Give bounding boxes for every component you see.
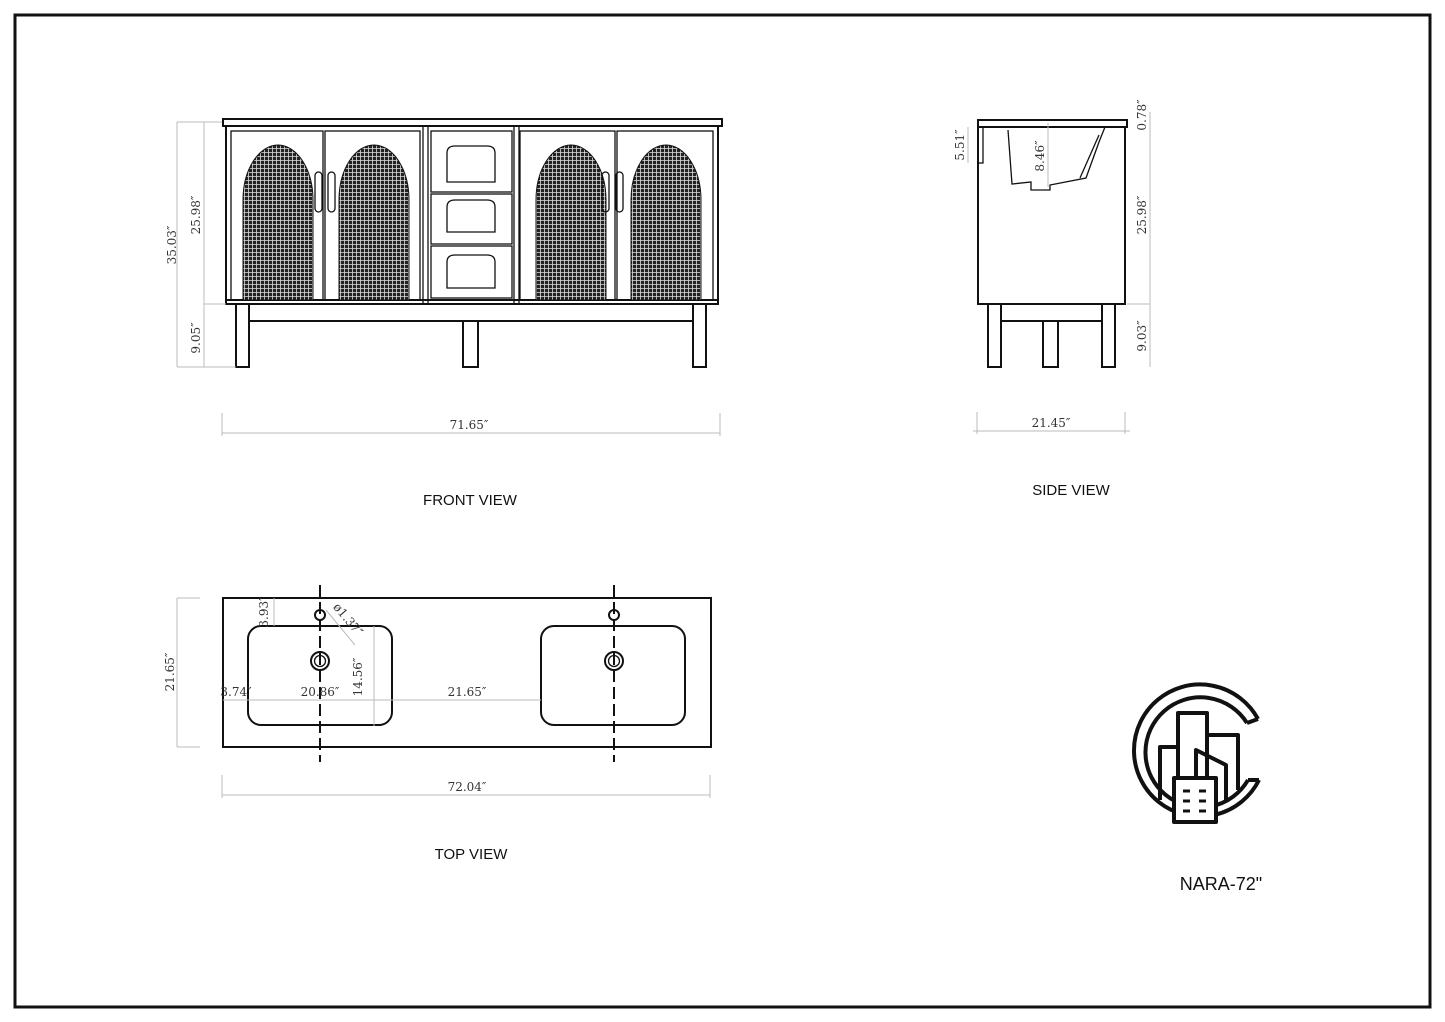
drain — [310, 651, 330, 671]
rattan-panel — [242, 144, 314, 301]
leg — [987, 303, 1002, 368]
leg — [235, 303, 250, 368]
dimension-leg-height: 9.03″ — [1135, 320, 1149, 352]
drawer-handle — [446, 199, 496, 233]
front-view-title: FRONT VIEW — [423, 492, 518, 509]
dimension-backsplash: 5.51″ — [953, 129, 967, 161]
side-view: 5.51″ 8.46″ 0.78″ 25.98″ 9.03″ 21.45″ SI… — [953, 99, 1151, 499]
dimension-overall-height: 35.03″ — [165, 225, 179, 264]
rattan-panel — [630, 144, 702, 301]
dimension-width: 72.04″ — [448, 780, 487, 794]
side-view-title: SIDE VIEW — [1032, 482, 1110, 499]
drawer-handle — [446, 145, 496, 183]
drain — [604, 651, 624, 671]
rattan-panel — [338, 144, 410, 301]
door-handle — [601, 171, 610, 213]
door-handle — [327, 171, 336, 213]
dimension-depth: 21.65″ — [163, 652, 177, 691]
dimension-sink-depth: 14.56″ — [351, 657, 365, 696]
faucet-hole — [314, 609, 326, 621]
dimension-sink-width: 20.86″ — [301, 685, 340, 699]
dimension-sink-depth: 8.46″ — [1033, 140, 1047, 172]
drawer-handle — [446, 254, 496, 289]
sink-basin — [1004, 126, 1106, 191]
top-view: 21.65″ 3.93″ ø1.37″ 14.56″ 3.74″ 20.86″ … — [163, 585, 712, 863]
dimension-leg-height: 9.05″ — [189, 322, 203, 354]
page-border — [13, 13, 1432, 1009]
drawer — [430, 245, 513, 299]
countertop — [222, 118, 723, 127]
dimension-depth: 21.45″ — [1032, 416, 1071, 430]
dimension-faucet-offset: 3.93″ — [257, 596, 271, 628]
dimension-cabinet-height: 25.98″ — [189, 195, 203, 234]
dimension-width: 71.65″ — [450, 418, 489, 432]
countertop-outline — [222, 597, 712, 748]
front-view: 35.03″ 25.98″ 9.05″ 71.65″ FRONT VIEW — [165, 118, 723, 509]
dimension-sink-spacing: 21.65″ — [448, 685, 487, 699]
drawer — [430, 193, 513, 245]
leg — [692, 303, 707, 368]
cabinet-body — [225, 125, 719, 305]
rattan-panel — [535, 144, 607, 301]
top-view-title: TOP VIEW — [435, 846, 509, 863]
dimension-edge-offset: 3.74″ — [220, 685, 252, 699]
dimension-faucet-hole: ø1.37″ — [330, 600, 366, 639]
countertop — [977, 119, 1128, 128]
drawer — [430, 130, 513, 193]
leg — [462, 320, 479, 368]
leg — [1101, 303, 1116, 368]
leg — [1042, 320, 1059, 368]
company-logo — [1131, 682, 1261, 824]
model-name: NARA-72" — [1180, 874, 1262, 894]
dimension-top-thickness: 0.78″ — [1135, 99, 1149, 131]
logo-outer-arc — [1131, 682, 1261, 819]
cabinet-body — [977, 126, 1126, 305]
faucet-hole — [608, 609, 620, 621]
dimension-cabinet-height: 25.98″ — [1135, 195, 1149, 234]
door-handle — [314, 171, 323, 213]
door-handle — [615, 171, 624, 213]
